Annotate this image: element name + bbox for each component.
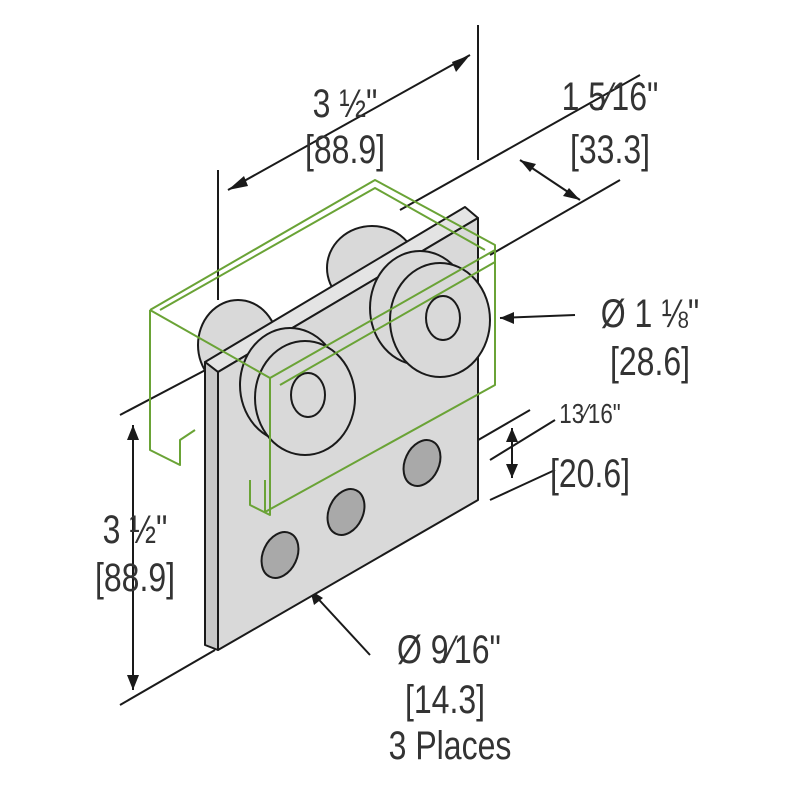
washer-dia-imperial: Ø 1 ⅛" [600,292,700,336]
mounting-holes [260,439,442,579]
height-metric: [88.9] [94,556,176,600]
strut-channel-outline [149,179,496,516]
depth-imperial: 1 5⁄16" [561,75,659,119]
top-width-imperial: 3 ½" [312,82,378,126]
hole-spacing-metric: [20.6] [549,452,631,496]
hole-count-note: 3 Places [388,724,512,768]
top-width-metric: [88.9] [304,128,386,172]
hole-dia-metric: [14.3] [404,678,486,722]
hole-dia-imperial: Ø 9⁄16" [397,628,501,672]
hole-spacing-imperial: 13⁄16" [559,398,621,429]
depth-metric: [33.3] [569,128,651,172]
arrowheads [127,55,580,690]
height-imperial: 3 ½" [102,508,168,552]
washer-dia-metric: [28.6] [609,340,691,384]
